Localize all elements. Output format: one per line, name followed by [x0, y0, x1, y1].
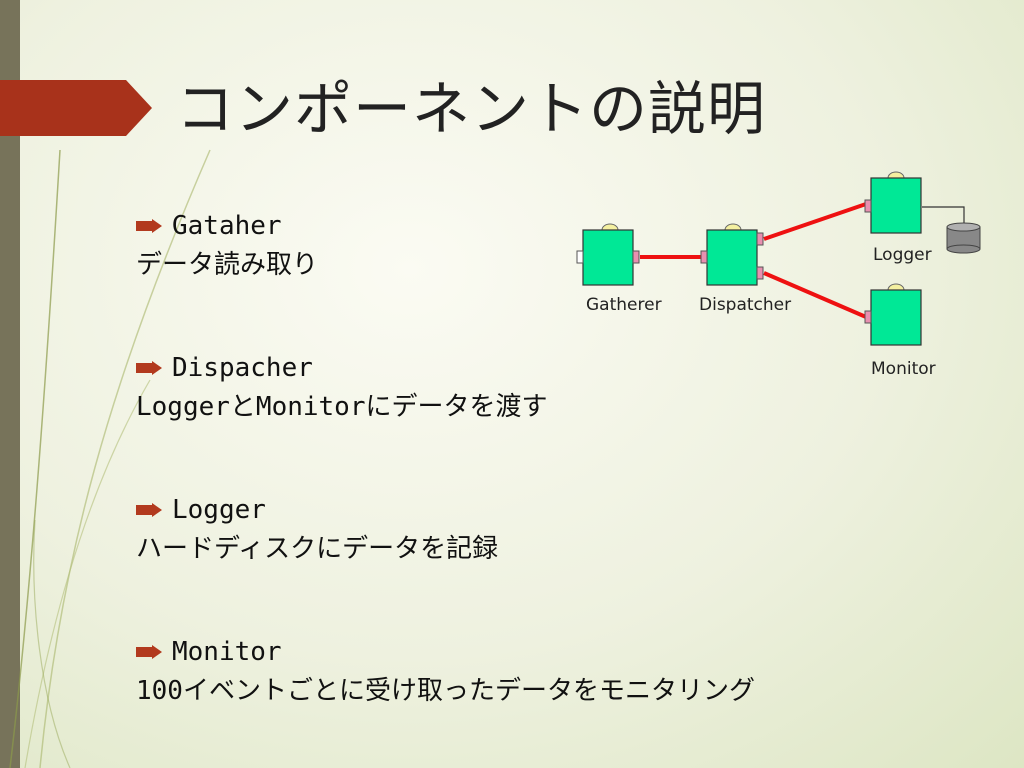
dispatcher-label: Dispatcher [699, 295, 791, 315]
item-name: Dispacher [172, 353, 313, 383]
connection-logger-disk [922, 206, 965, 225]
title-arrow-shape [0, 80, 152, 136]
item-name: Gataher [172, 211, 282, 241]
arrow-bullet-icon [136, 361, 162, 375]
arrow-bullet-icon [136, 219, 162, 233]
logger-component [864, 171, 922, 234]
left-sidebar-bar [0, 0, 20, 768]
monitor-component [864, 283, 922, 346]
slide-title: コンポーネントの説明 [176, 75, 767, 143]
list-item-dispatcher: Dispacher LoggerとMonitorにデータを渡す [136, 350, 696, 428]
gatherer-component [576, 223, 640, 286]
gatherer-label: Gatherer [586, 295, 662, 315]
item-description: 100イベントごとに受け取ったデータをモニタリング [136, 676, 755, 706]
list-item-logger: Logger ハードディスクにデータを記録 [136, 492, 696, 570]
monitor-label: Monitor [871, 359, 936, 379]
dispatcher-component [700, 223, 764, 286]
item-description: データ読み取り [136, 250, 319, 280]
component-list: Gataher データ読み取り Dispacher LoggerとMonitor… [136, 208, 755, 712]
item-description: ハードディスクにデータを記録 [136, 534, 499, 564]
item-name: Monitor [172, 637, 282, 667]
disk-icon [946, 222, 981, 254]
list-item-gatherer: Gataher データ読み取り [136, 208, 696, 286]
arrow-bullet-icon [136, 645, 162, 659]
connection-dispatcher-logger [763, 202, 867, 241]
arrow-bullet-icon [136, 503, 162, 517]
item-name: Logger [172, 495, 266, 525]
list-item-monitor: Monitor 100イベントごとに受け取ったデータをモニタリング [136, 634, 755, 712]
connection-dispatcher-monitor [763, 271, 867, 319]
decorative-lines [9, 149, 211, 768]
logger-label: Logger [873, 245, 932, 265]
item-description: LoggerとMonitorにデータを渡す [136, 392, 548, 422]
component-diagram: Gatherer Dispatcher Logger Monitor [576, 171, 981, 379]
